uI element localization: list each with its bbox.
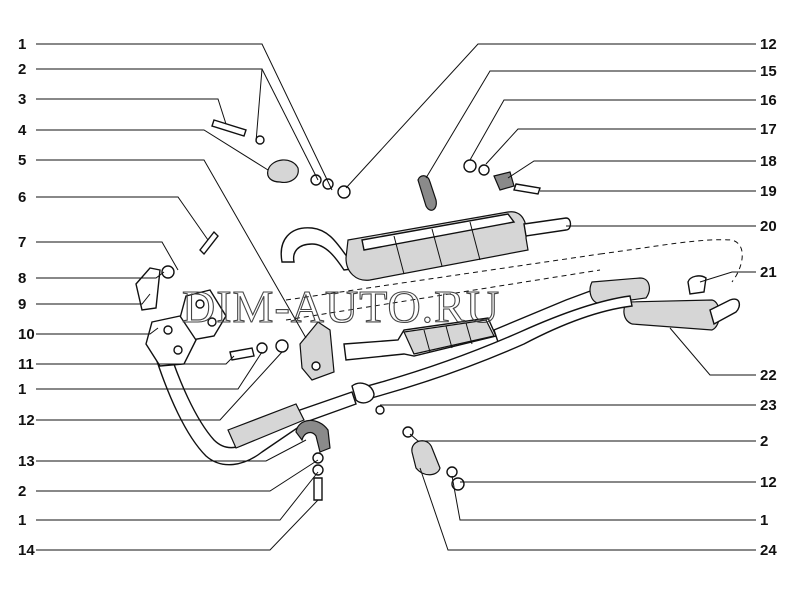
bracket-5 [299, 321, 335, 381]
callout-19: 19 [760, 183, 777, 200]
callouts-left: 1 2 3 4 5 6 7 8 9 10 11 1 12 13 2 1 14 [18, 36, 35, 559]
callout-9: 9 [18, 296, 26, 313]
callout-18: 18 [760, 153, 777, 170]
gasket-4 [267, 159, 299, 183]
leader-lines [36, 43, 756, 551]
callout-14: 14 [18, 542, 35, 559]
pipe-joint [351, 382, 375, 404]
bolt-19 [513, 183, 541, 195]
callout-24: 24 [760, 542, 777, 559]
callout-10: 10 [18, 326, 35, 343]
dashed-pipe-outline [285, 239, 743, 321]
callout-23: 23 [760, 397, 777, 414]
clamp-13 [295, 419, 331, 453]
callout-1: 1 [18, 36, 26, 53]
callout-1r: 1 [760, 512, 768, 529]
callout-3: 3 [18, 91, 26, 108]
callout-6: 6 [18, 189, 26, 206]
callout-22: 22 [760, 367, 777, 384]
callout-7: 7 [18, 234, 26, 251]
flex-section [227, 403, 305, 449]
watermark: DIM-AUTO.RU [182, 281, 500, 332]
callout-15: 15 [760, 63, 777, 80]
callout-11: 11 [18, 356, 34, 373]
callout-5: 5 [18, 152, 26, 169]
callouts-right: 12 15 16 17 18 19 20 21 22 23 2 12 1 24 [760, 36, 777, 559]
callout-4: 4 [18, 122, 27, 139]
callout-2: 2 [18, 61, 26, 78]
bolt-3 [211, 119, 247, 137]
callout-17: 17 [760, 121, 777, 138]
callout-1c: 1 [18, 512, 26, 529]
rubber-hanger-15 [417, 175, 437, 211]
callout-16: 16 [760, 92, 777, 109]
callout-20: 20 [760, 218, 777, 235]
callout-2r: 2 [760, 433, 768, 450]
callout-21: 21 [760, 264, 777, 281]
callout-12r2: 12 [760, 474, 777, 491]
callout-13: 13 [18, 453, 35, 470]
bolt-11 [229, 347, 255, 361]
front-silencer [589, 275, 741, 331]
stud-6 [199, 230, 219, 256]
main-pipe [359, 295, 633, 401]
bracket-18 [493, 171, 515, 191]
rear-silencer [280, 211, 572, 281]
callout-1b: 1 [18, 381, 26, 398]
bracket-24 [411, 440, 441, 476]
callout-8: 8 [18, 270, 26, 287]
callout-12r: 12 [760, 36, 777, 53]
callout-2b: 2 [18, 483, 26, 500]
callout-12: 12 [18, 412, 35, 429]
